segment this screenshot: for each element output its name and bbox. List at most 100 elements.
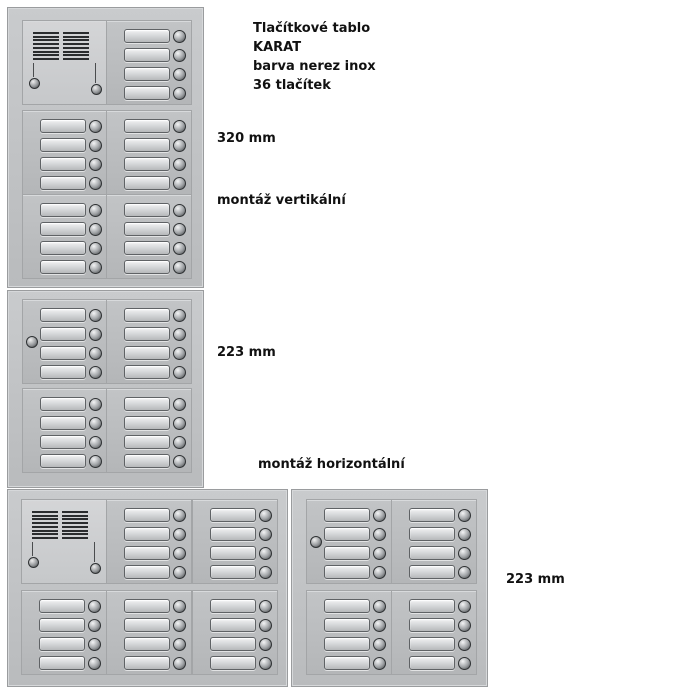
description-model: KARAT <box>253 40 302 55</box>
call-button[interactable] <box>173 261 186 274</box>
call-button[interactable] <box>88 600 101 613</box>
call-button[interactable] <box>173 657 186 670</box>
button-module <box>391 499 477 584</box>
name-tag-slot <box>40 308 86 322</box>
call-button[interactable] <box>89 309 102 322</box>
call-button[interactable] <box>173 638 186 651</box>
name-tag-slot <box>124 618 170 632</box>
call-button[interactable] <box>173 177 186 190</box>
call-button[interactable] <box>88 619 101 632</box>
name-tag-slot <box>124 138 170 152</box>
call-button[interactable] <box>89 139 102 152</box>
call-button[interactable] <box>173 455 186 468</box>
call-button[interactable] <box>88 657 101 670</box>
button-module <box>22 110 108 195</box>
name-tag-slot <box>409 599 455 613</box>
call-button[interactable] <box>89 398 102 411</box>
call-button[interactable] <box>373 547 386 560</box>
call-button[interactable] <box>373 566 386 579</box>
call-button[interactable] <box>458 638 471 651</box>
button-module <box>106 590 192 675</box>
name-tag-slot <box>124 86 170 100</box>
description-title: Tlačítkové tablo <box>253 21 371 36</box>
call-button[interactable] <box>173 30 186 43</box>
label-height-vertical: 320 mm <box>217 131 276 146</box>
grille-slat <box>33 39 93 42</box>
call-button[interactable] <box>173 158 186 171</box>
call-button[interactable] <box>458 600 471 613</box>
call-button[interactable] <box>373 528 386 541</box>
name-tag-slot <box>210 637 256 651</box>
call-button[interactable] <box>259 566 272 579</box>
call-button[interactable] <box>89 120 102 133</box>
call-button[interactable] <box>373 619 386 632</box>
call-button[interactable] <box>173 309 186 322</box>
call-button[interactable] <box>173 68 186 81</box>
call-button[interactable] <box>173 139 186 152</box>
call-button[interactable] <box>88 638 101 651</box>
name-tag-slot <box>40 346 86 360</box>
name-tag-slot <box>124 260 170 274</box>
call-button[interactable] <box>259 638 272 651</box>
call-button[interactable] <box>173 417 186 430</box>
call-button[interactable] <box>89 347 102 360</box>
name-tag-slot <box>124 565 170 579</box>
call-button[interactable] <box>173 547 186 560</box>
call-button[interactable] <box>173 566 186 579</box>
call-button[interactable] <box>259 509 272 522</box>
name-tag-slot <box>40 222 86 236</box>
call-button[interactable] <box>89 242 102 255</box>
call-button[interactable] <box>89 177 102 190</box>
call-button[interactable] <box>89 158 102 171</box>
call-button[interactable] <box>89 366 102 379</box>
call-button[interactable] <box>259 657 272 670</box>
call-button[interactable] <box>173 619 186 632</box>
name-tag-slot <box>210 527 256 541</box>
call-button[interactable] <box>173 509 186 522</box>
call-button[interactable] <box>259 528 272 541</box>
name-tag-slot <box>124 416 170 430</box>
call-button[interactable] <box>458 547 471 560</box>
call-button[interactable] <box>89 436 102 449</box>
call-button[interactable] <box>458 509 471 522</box>
call-button[interactable] <box>458 528 471 541</box>
call-button[interactable] <box>89 261 102 274</box>
call-button[interactable] <box>173 120 186 133</box>
call-button[interactable] <box>458 566 471 579</box>
call-button[interactable] <box>173 328 186 341</box>
name-tag-slot <box>40 397 86 411</box>
call-button[interactable] <box>458 657 471 670</box>
call-button[interactable] <box>373 509 386 522</box>
call-button[interactable] <box>373 638 386 651</box>
call-button[interactable] <box>373 600 386 613</box>
side-screw-icon <box>26 336 38 348</box>
call-button[interactable] <box>259 600 272 613</box>
call-button[interactable] <box>173 242 186 255</box>
call-button[interactable] <box>173 528 186 541</box>
call-button[interactable] <box>373 657 386 670</box>
call-button[interactable] <box>89 328 102 341</box>
call-button[interactable] <box>173 398 186 411</box>
name-tag-slot <box>324 618 370 632</box>
call-button[interactable] <box>89 455 102 468</box>
call-button[interactable] <box>173 49 186 62</box>
call-button[interactable] <box>259 547 272 560</box>
name-tag-slot <box>124 203 170 217</box>
grille-slat <box>32 529 92 532</box>
call-button[interactable] <box>259 619 272 632</box>
call-button[interactable] <box>173 204 186 217</box>
name-tag-slot <box>124 308 170 322</box>
call-button[interactable] <box>173 600 186 613</box>
button-module <box>22 299 108 384</box>
speaker-module <box>21 499 107 584</box>
call-button[interactable] <box>89 223 102 236</box>
call-button[interactable] <box>89 204 102 217</box>
call-button[interactable] <box>89 417 102 430</box>
call-button[interactable] <box>173 87 186 100</box>
call-button[interactable] <box>173 347 186 360</box>
button-module <box>192 590 278 675</box>
call-button[interactable] <box>173 223 186 236</box>
call-button[interactable] <box>173 366 186 379</box>
call-button[interactable] <box>458 619 471 632</box>
call-button[interactable] <box>173 436 186 449</box>
